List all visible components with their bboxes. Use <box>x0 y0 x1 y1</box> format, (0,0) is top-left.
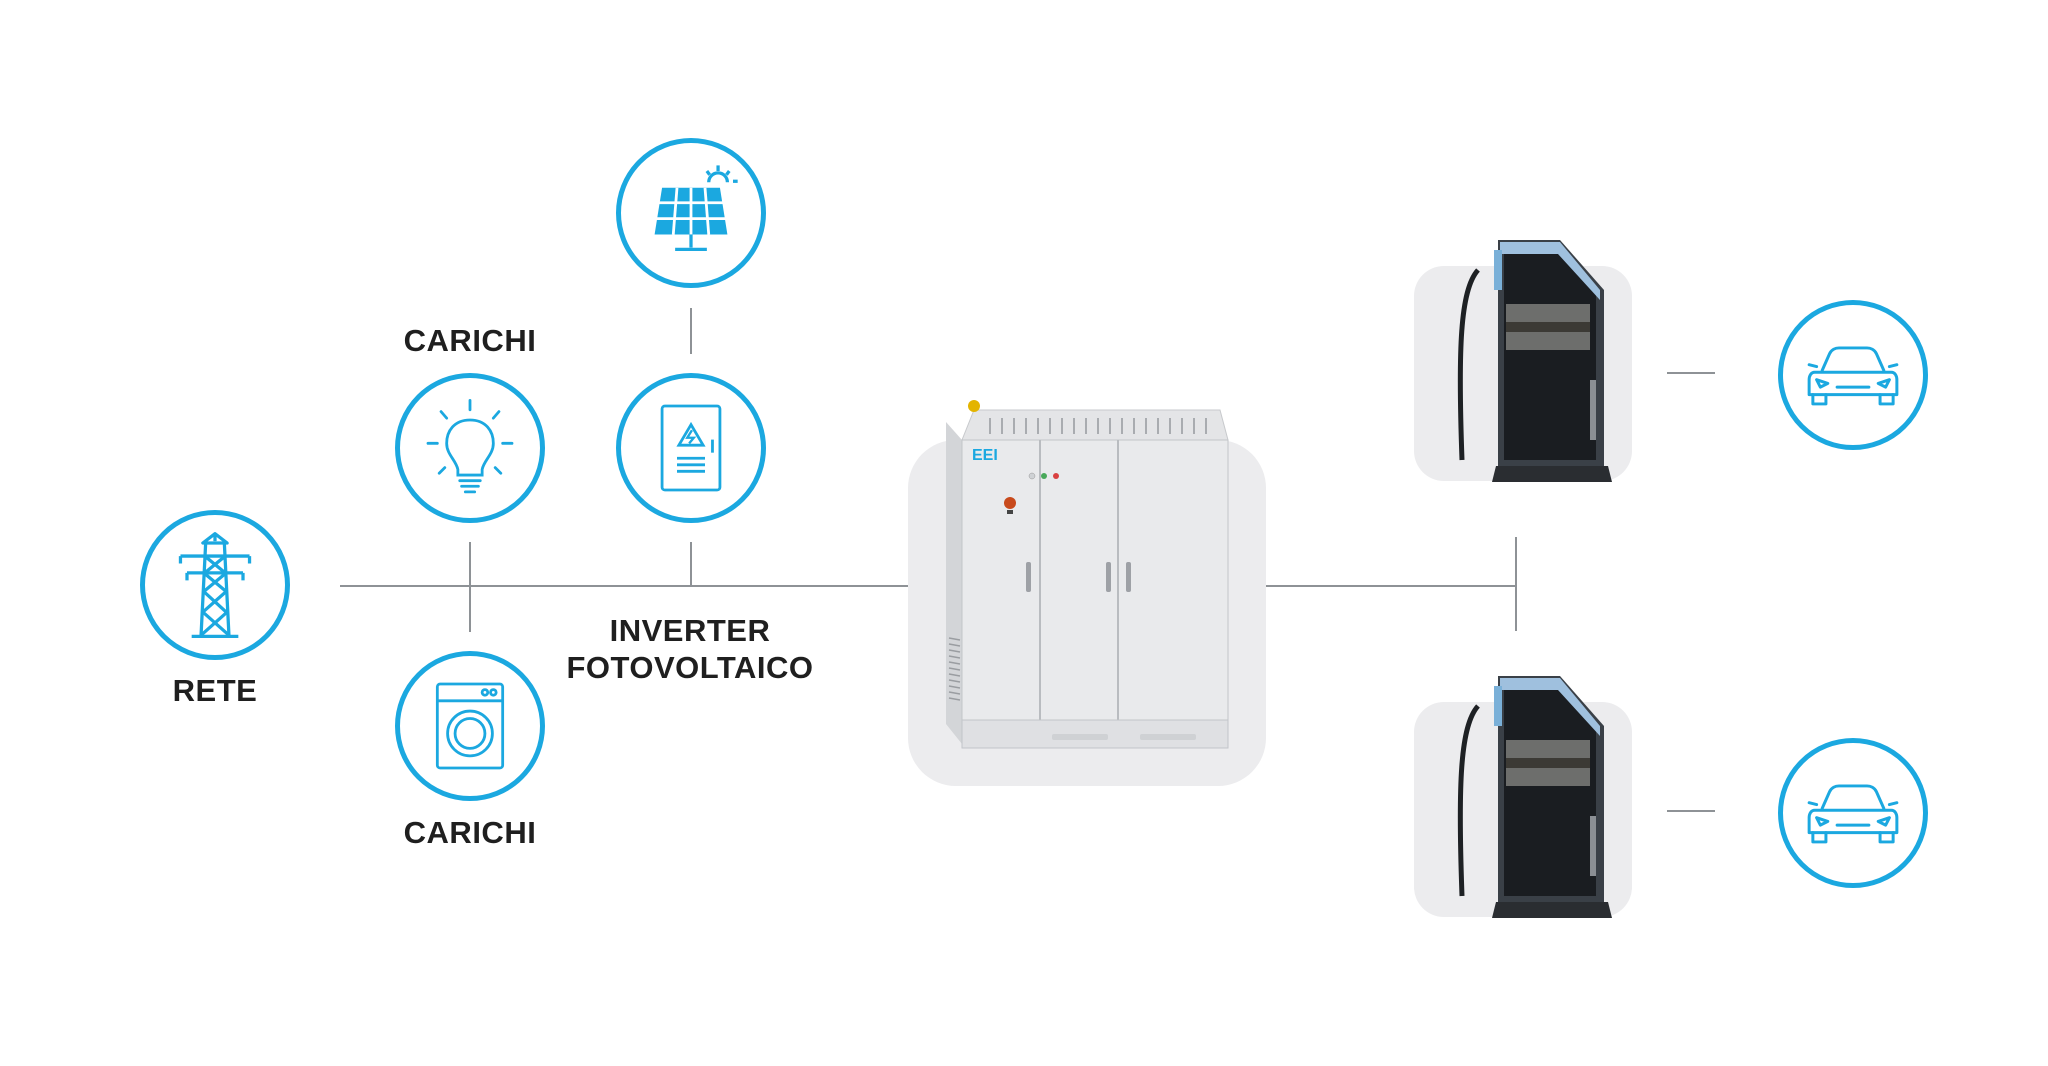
main-bus-line <box>340 585 908 587</box>
output-bus-line <box>1266 585 1516 587</box>
output-branch-vertical <box>1515 537 1517 631</box>
inverter-node <box>616 373 766 523</box>
car-connector-top <box>1667 372 1715 374</box>
loads-bottom-label: CARICHI <box>403 815 537 850</box>
solar-node <box>616 138 766 288</box>
solar-vertical-line <box>690 308 692 354</box>
grid-label: RETE <box>172 673 258 708</box>
inverter-label: INVERTER FOTOVOLTAICO <box>555 612 825 686</box>
loads-top-label: CARICHI <box>403 323 537 358</box>
car-node-top <box>1778 300 1928 450</box>
inverter-box-icon <box>660 404 722 492</box>
ev-charger-bottom-image <box>1457 676 1612 918</box>
inverter-vertical-line <box>690 542 692 586</box>
cabinet-brand-text: EEI <box>972 447 998 464</box>
washing-machine-icon <box>435 682 505 770</box>
loads-vertical-line <box>469 542 471 632</box>
cabinet-brand: EEI <box>0 0 1 1</box>
ev-charger-top-image <box>1457 240 1612 482</box>
light-bulb-icon <box>426 399 514 494</box>
bulb-node <box>395 373 545 523</box>
inverter-label-line2: FOTOVOLTAICO <box>566 650 814 685</box>
solar-panel-icon <box>654 165 738 252</box>
inverter-label-line1: INVERTER <box>609 613 771 648</box>
storage-cabinet-image: EEI <box>946 400 1229 749</box>
car-node-bottom <box>1778 738 1928 888</box>
car-icon <box>1807 346 1899 406</box>
car-connector-bottom <box>1667 810 1715 812</box>
power-tower-icon <box>178 532 252 638</box>
grid-node <box>140 510 290 660</box>
washer-node <box>395 651 545 801</box>
car-icon <box>1807 784 1899 844</box>
